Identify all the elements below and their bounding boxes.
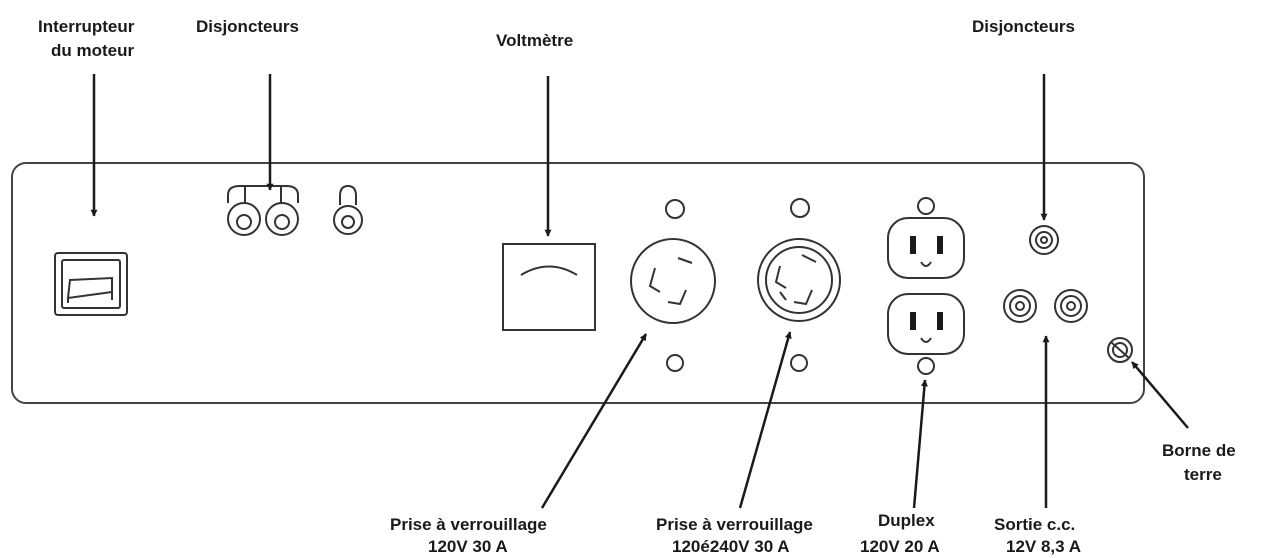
label-breakers-left: Disjoncteurs — [196, 17, 299, 36]
label-engine-switch-line2: du moteur — [51, 41, 134, 60]
duplex-outlet[interactable] — [887, 197, 965, 375]
label-lock-outlet-1-line2: 120V 30 A — [428, 537, 508, 556]
label-engine-switch-line1: Interrupteur — [38, 17, 135, 36]
arrow-ground — [1131, 361, 1189, 429]
arrow-lock-outlet-1 — [540, 333, 648, 509]
engine-switch[interactable] — [54, 252, 128, 316]
twin-breaker-left[interactable] — [227, 185, 299, 236]
ground-terminal[interactable] — [1107, 337, 1133, 363]
label-ground-line1: Borne de — [1162, 441, 1236, 460]
label-voltmeter: Voltmètre — [496, 31, 573, 50]
label-lock-outlet-2-line2: 120é240V 30 A — [672, 537, 790, 556]
label-breakers-right: Disjoncteurs — [972, 17, 1075, 36]
single-breaker-left[interactable] — [333, 184, 363, 235]
label-dc-output-line2: 12V 8,3 A — [1006, 537, 1081, 556]
arrow-duplex — [912, 379, 928, 509]
arrow-lock-outlet-2 — [738, 331, 792, 509]
voltmeter — [502, 243, 596, 331]
label-dc-output-line1: Sortie c.c. — [994, 515, 1075, 534]
dc-output-terminals[interactable] — [1003, 289, 1088, 323]
control-panel — [11, 162, 1145, 404]
locking-outlet-120-240v[interactable] — [757, 198, 841, 372]
locking-outlet-120v[interactable] — [630, 199, 716, 372]
label-lock-outlet-2-line1: Prise à verrouillage — [656, 515, 813, 534]
label-duplex-line2: 120V 20 A — [860, 537, 940, 556]
label-lock-outlet-1-line1: Prise à verrouillage — [390, 515, 547, 534]
label-duplex-line1: Duplex — [878, 511, 935, 530]
label-ground-line2: terre — [1184, 465, 1222, 484]
dc-breaker-right[interactable] — [1029, 225, 1059, 255]
